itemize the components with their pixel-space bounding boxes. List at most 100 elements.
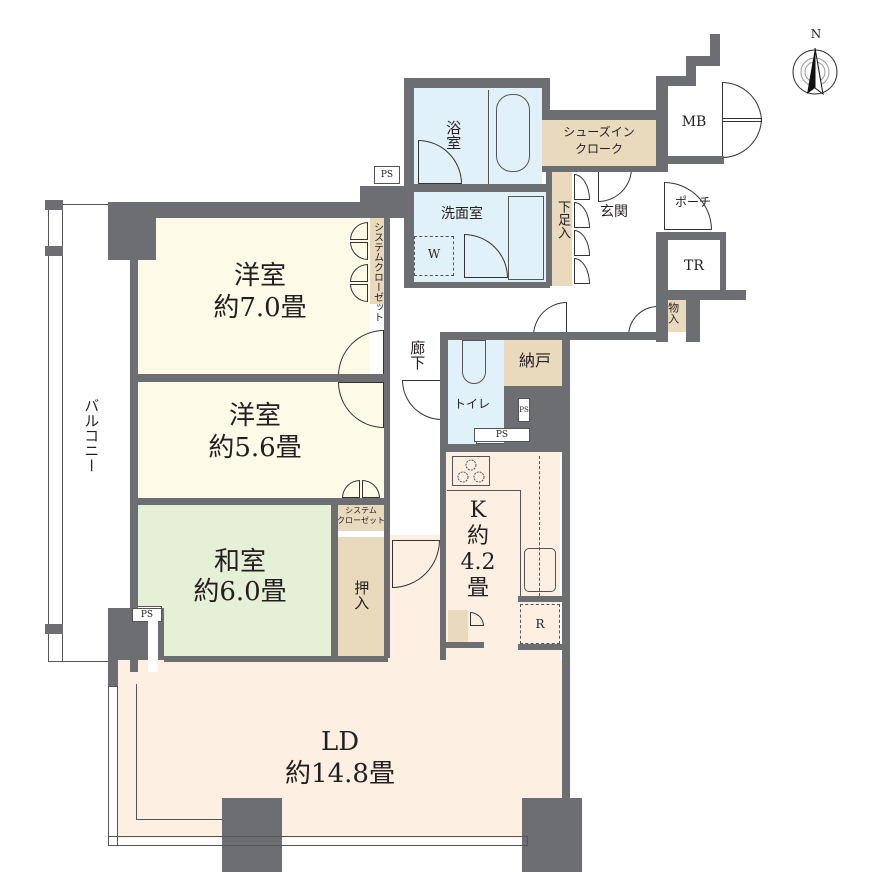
entrance-door[interactable] [664, 182, 712, 230]
mb-door[interactable] [722, 118, 762, 158]
stove-burners-icon [457, 459, 485, 483]
mb-door[interactable] [722, 82, 762, 122]
wall [720, 232, 726, 296]
window-sash [108, 836, 528, 846]
window-sash [108, 686, 118, 846]
shoe-box-door[interactable] [574, 230, 590, 256]
wall [108, 202, 368, 218]
wall [656, 156, 724, 164]
balcony-inner-line [62, 204, 63, 662]
shoe-in-cloak-line1: シューズイン [563, 125, 635, 139]
wall [686, 56, 716, 66]
western-room-1-area: 約7.0畳 [213, 293, 307, 323]
kitchen-area-1: 約 [466, 524, 489, 549]
wall [404, 78, 414, 288]
shoe-box-door[interactable] [574, 174, 590, 200]
kitchen-area-3: 畳 [466, 576, 489, 601]
toilet [448, 338, 504, 444]
wall [138, 374, 388, 382]
wall [542, 166, 668, 172]
system-closet-2-line2: クローゼット [337, 516, 385, 525]
wall [656, 76, 690, 86]
wall [686, 56, 696, 86]
ps-shaft [148, 620, 158, 672]
pillar [522, 798, 582, 872]
pillar [222, 798, 282, 872]
kitchen-name: K [469, 498, 487, 523]
wall [440, 332, 448, 450]
stove [452, 456, 490, 486]
wall [331, 505, 338, 660]
wall [404, 78, 550, 88]
japanese-room [133, 505, 331, 657]
washer-label: W [427, 247, 441, 261]
wall [562, 332, 570, 832]
mb-label: MB [681, 114, 707, 130]
wall [360, 186, 410, 218]
shoe-box-door[interactable] [574, 258, 590, 284]
wall [440, 444, 564, 452]
kitchen-counter [447, 490, 521, 600]
bath-label: 浴室 [444, 120, 463, 150]
compass: N [788, 27, 844, 104]
kitchen-storage [448, 610, 468, 642]
balcony [48, 204, 110, 662]
wall [518, 596, 562, 602]
ld-inner-line [136, 684, 226, 820]
wall [440, 642, 484, 648]
ld-name: LD [320, 727, 360, 757]
toilet-bowl [462, 340, 486, 384]
wall [546, 166, 552, 286]
bathtub [488, 90, 540, 184]
cloak-door[interactable] [598, 168, 632, 202]
refrigerator-space [520, 604, 560, 644]
wall [710, 34, 720, 66]
balcony-post [45, 624, 63, 634]
shoe-box-label: 下足入 [554, 200, 570, 239]
washer-space [414, 236, 454, 276]
ps-box: PS [374, 166, 400, 184]
japanese-room-name: 和室 [213, 547, 266, 577]
kitchen-area-2: 4.2 [460, 550, 496, 575]
kitchen-sink [524, 548, 556, 592]
shoe-in-cloak-line2: クローク [574, 142, 623, 156]
ps-box: PS [132, 608, 162, 622]
tr-room [668, 240, 720, 290]
north-arrow-icon [792, 47, 838, 96]
oshiire [338, 537, 384, 657]
wall [440, 452, 446, 660]
wall [656, 76, 668, 166]
oshiire-label: 押入 [352, 580, 371, 610]
shoe-box-door[interactable] [574, 202, 590, 228]
wall [668, 290, 746, 300]
tr-label: TR [684, 258, 704, 274]
shoe-box [552, 172, 572, 286]
nando-label: 納戸 [518, 351, 551, 370]
wall [440, 332, 660, 340]
refrigerator-label: R [535, 617, 545, 631]
wall [130, 202, 138, 672]
toilet-door[interactable] [402, 380, 442, 420]
system-closet-2 [337, 503, 385, 531]
wall [384, 218, 390, 658]
shoe-in-cloak [542, 120, 656, 166]
balcony-label: バルコニー [82, 398, 101, 473]
nando-door[interactable] [533, 302, 567, 336]
western-room-2-name: 洋室 [228, 401, 281, 431]
toilet-label: トイレ [453, 397, 490, 411]
balcony-post [45, 200, 63, 210]
wall [542, 78, 550, 120]
wall [133, 498, 387, 505]
entrance-label: 玄関 [600, 204, 628, 220]
balcony-post [45, 246, 63, 256]
ld-area: 約14.8畳 [285, 759, 395, 789]
japanese-room-area: 約6.0畳 [193, 577, 287, 607]
storage-small-label: 物入 [666, 302, 680, 324]
wall [518, 644, 562, 650]
wall [656, 232, 720, 240]
ps-box: PS [518, 398, 530, 422]
corridor-label: 廊下 [408, 340, 427, 370]
compass-north-label: N [810, 27, 822, 41]
wall [414, 184, 546, 192]
mb-room [668, 86, 720, 158]
